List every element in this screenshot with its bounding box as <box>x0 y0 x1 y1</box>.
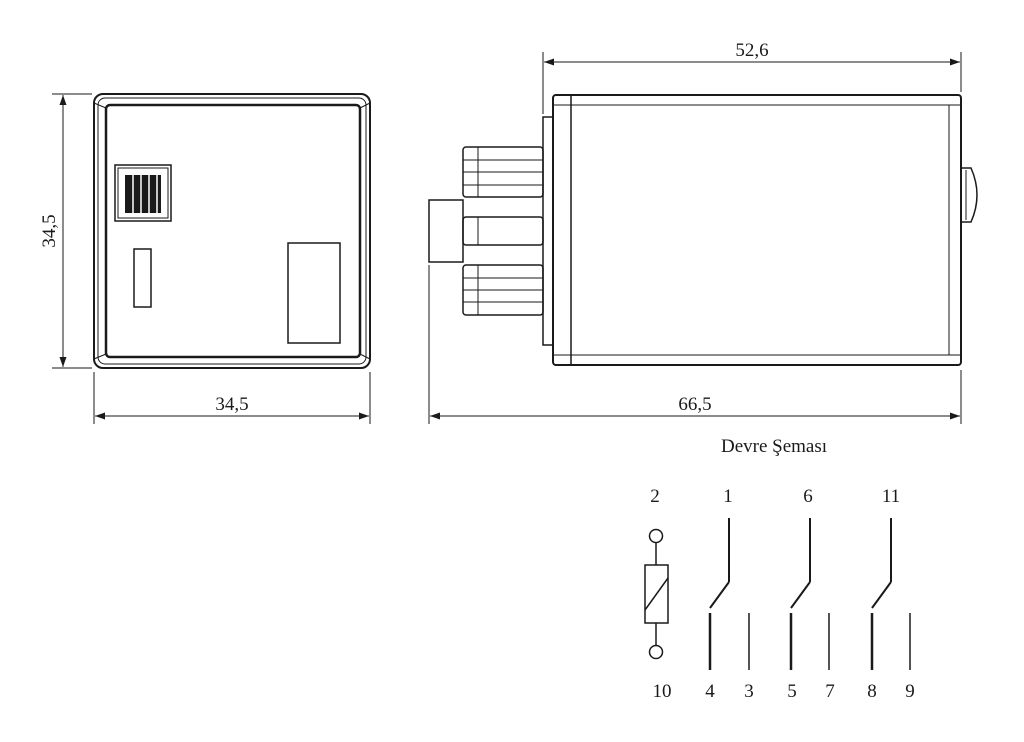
circuit-title: Devre Şeması <box>721 436 827 457</box>
relay-body <box>552 94 962 366</box>
relay-coil <box>644 528 669 660</box>
pin-label-2: 2 <box>650 486 660 507</box>
front-outer-frame <box>93 93 371 369</box>
front-face-panel <box>104 103 362 359</box>
pin-label-4: 4 <box>705 681 715 702</box>
pin-label-7: 7 <box>825 681 835 702</box>
circuit-diagram: Devre Şeması 2 1 6 11 <box>644 436 915 702</box>
label-window <box>287 242 341 344</box>
release-latch <box>961 167 978 223</box>
contact-set-2 <box>789 518 830 670</box>
pin-label-10: 10 <box>653 681 672 702</box>
socket-pins <box>462 146 544 316</box>
front-height-label: 34,5 <box>39 214 60 247</box>
guide-key <box>428 199 464 263</box>
indicator-window <box>133 248 152 308</box>
base-flange <box>542 116 554 346</box>
pin-label-11: 11 <box>882 486 900 507</box>
pin-label-3: 3 <box>744 681 754 702</box>
body-length-label: 52,6 <box>735 40 768 61</box>
pin-label-9: 9 <box>905 681 915 702</box>
pin-label-8: 8 <box>867 681 877 702</box>
pin-label-5: 5 <box>787 681 797 702</box>
pin-label-6: 6 <box>803 486 813 507</box>
contact-set-3 <box>870 518 911 670</box>
side-view: 52,6 66,5 <box>428 40 978 424</box>
front-view: 34,5 34,5 <box>39 93 371 424</box>
contact-set-1 <box>708 518 750 670</box>
front-inner-frame <box>97 97 367 365</box>
pin-label-1: 1 <box>723 486 733 507</box>
total-length-label: 66,5 <box>678 394 711 415</box>
test-switch <box>114 164 172 222</box>
front-width-label: 34,5 <box>215 394 248 415</box>
